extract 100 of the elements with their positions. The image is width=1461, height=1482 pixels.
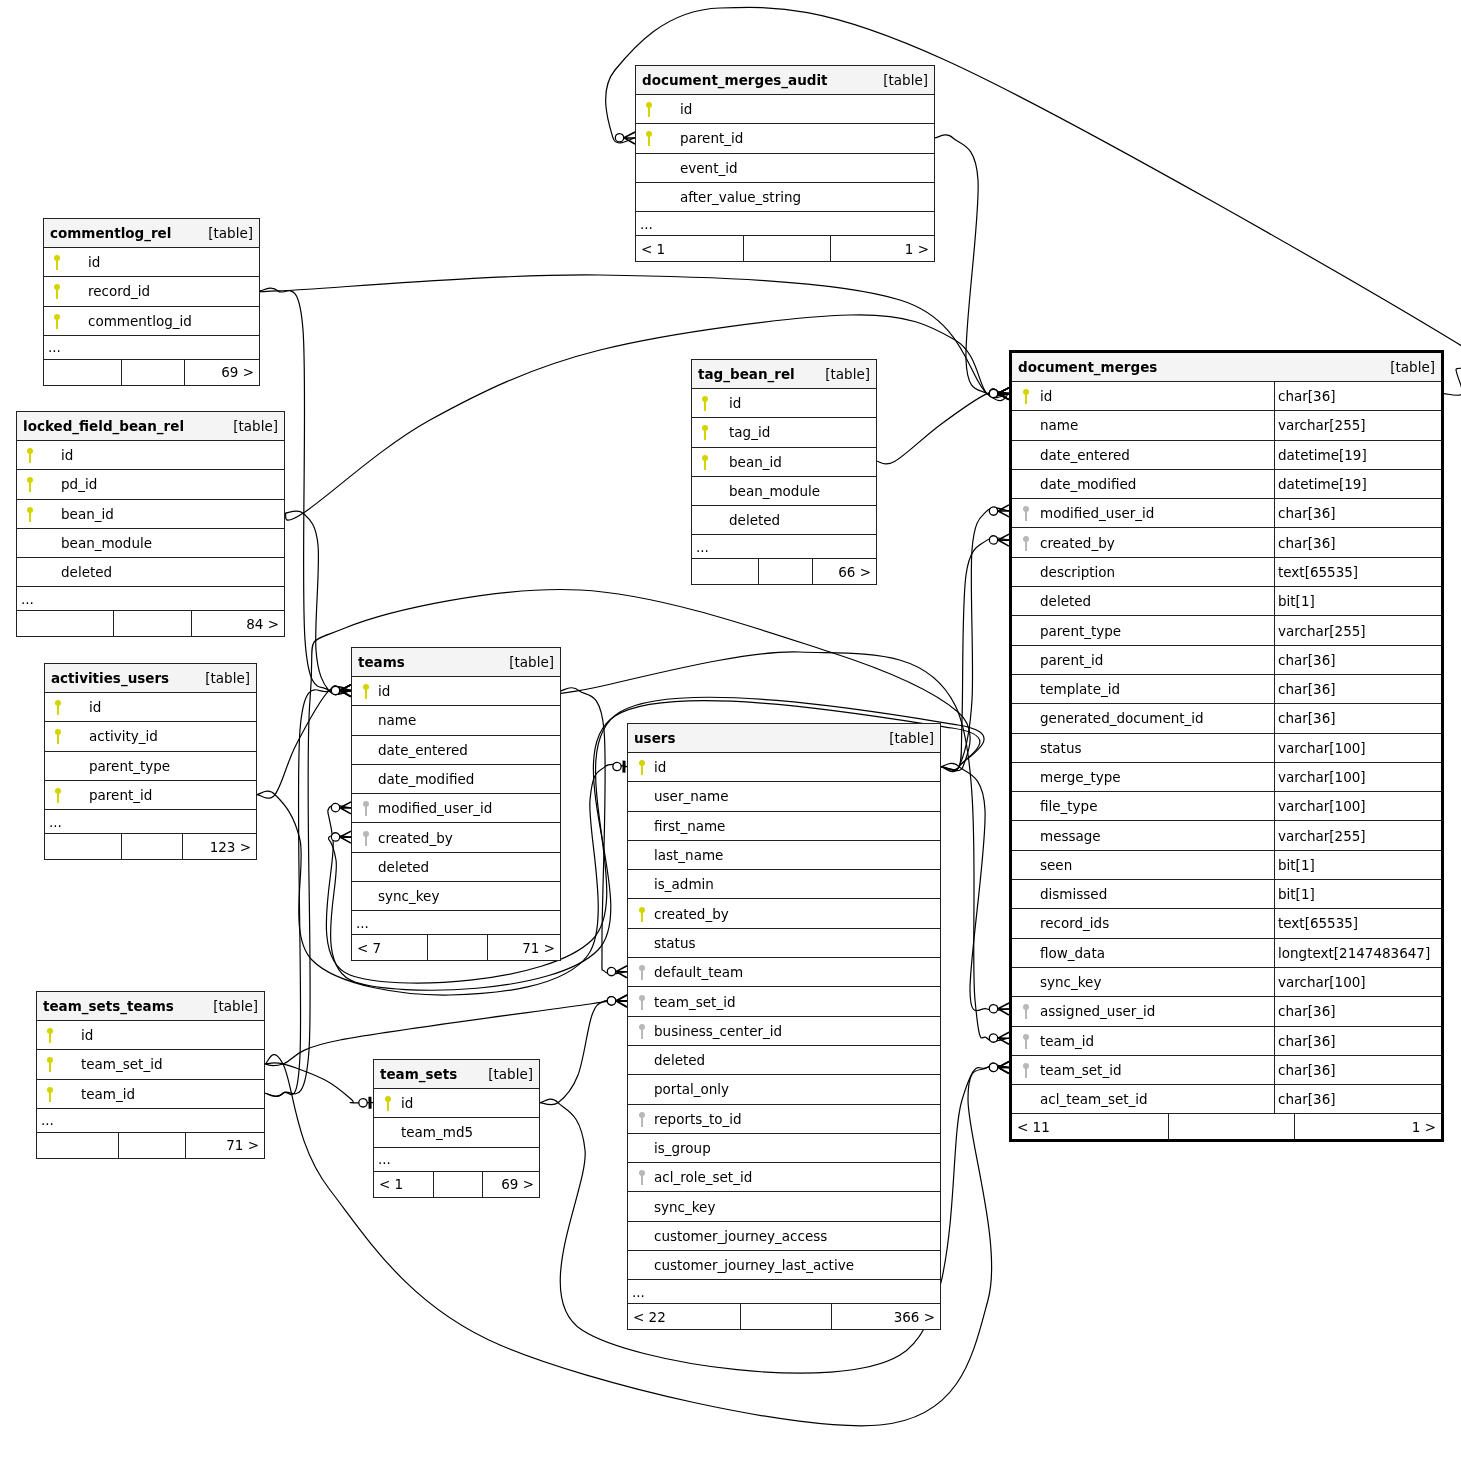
relationship-line	[934, 134, 1011, 401]
column-row	[1012, 469, 1441, 500]
table-name: tag_bean_rel	[698, 366, 795, 382]
relationship-line	[264, 588, 971, 1098]
table	[627, 723, 941, 1331]
column-name: pd_id	[61, 476, 98, 493]
column-type: datetime[19]	[1274, 469, 1367, 499]
column-name: team_set_id	[1040, 1061, 1122, 1078]
column-name: name	[378, 712, 417, 729]
parent-count: < 1	[641, 240, 666, 257]
column-row	[1012, 850, 1441, 881]
ellipsis-text: ...	[48, 339, 61, 356]
column-type: varchar[255]	[1274, 411, 1366, 440]
column-type: char[36]	[1274, 1085, 1336, 1114]
column-type: varchar[100]	[1274, 762, 1366, 792]
column-name: status	[654, 934, 696, 951]
column-name: last_name	[654, 847, 724, 864]
column-type: char[36]	[1274, 382, 1336, 411]
column-name: id	[88, 254, 101, 271]
column-name: id	[81, 1027, 94, 1044]
column-row	[1012, 557, 1441, 588]
column-name: bean_module	[61, 535, 153, 552]
column-name: date_modified	[1040, 476, 1137, 493]
column-name: sync_key	[1040, 974, 1102, 991]
column-type: datetime[19]	[1274, 440, 1367, 469]
table-label: [table]	[509, 654, 554, 670]
column-name: parent_type	[89, 757, 171, 774]
column-name: parent_id	[1040, 651, 1104, 668]
table	[16, 411, 285, 638]
column-row	[1012, 528, 1441, 558]
table	[36, 991, 265, 1159]
column-name: deleted	[61, 564, 113, 581]
column-name: merge_type	[1040, 769, 1121, 785]
column-name: deleted	[378, 858, 430, 875]
child-count: 66 >	[838, 564, 871, 580]
column-type: varchar[100]	[1274, 792, 1366, 821]
column-name: portal_only	[654, 1081, 729, 1098]
column-name: parent_id	[680, 130, 744, 147]
column-name: file_type	[1040, 798, 1098, 815]
table-label: [table]	[825, 366, 870, 382]
column-name: generated_document_id	[1040, 710, 1204, 727]
column-name: default_team	[654, 964, 744, 981]
column-name: business_center_id	[654, 1022, 783, 1039]
column-name: team_set_id	[81, 1056, 163, 1073]
column-type: bit[1]	[1274, 850, 1315, 880]
column-name: id	[401, 1095, 414, 1112]
column-row	[1012, 909, 1441, 939]
column-name: bean_id	[61, 505, 114, 522]
column-row	[1012, 967, 1441, 998]
column-name: name	[1040, 417, 1079, 434]
column-type: char[36]	[1274, 1055, 1336, 1085]
column-type: varchar[100]	[1274, 733, 1366, 762]
column-name: deleted	[1040, 593, 1092, 610]
table	[373, 1059, 540, 1198]
column-type: char[36]	[1274, 674, 1336, 704]
table	[44, 663, 257, 861]
ellipsis-text: ...	[640, 215, 653, 232]
column-type: varchar[255]	[1274, 821, 1366, 850]
column-name: status	[1040, 739, 1082, 756]
column-name: customer_journey_access	[654, 1227, 828, 1244]
relationship-line	[940, 762, 1011, 1016]
table-name: commentlog_rel	[50, 225, 172, 241]
child-count: 71 >	[226, 1137, 259, 1154]
ellipsis-text: ...	[632, 1283, 645, 1300]
column-type: longtext[2147483647]	[1274, 938, 1431, 967]
column-name: acl_role_set_id	[654, 1169, 753, 1186]
column-type: char[36]	[1274, 528, 1336, 557]
relationship-line	[259, 287, 353, 698]
column-name: event_id	[680, 159, 738, 176]
column-type: varchar[100]	[1274, 967, 1366, 997]
table-name: team_sets	[380, 1066, 458, 1082]
column-name: modified_user_id	[378, 800, 493, 817]
relationship-line	[284, 314, 1011, 521]
column-type: char[36]	[1274, 645, 1336, 674]
column-name: date_entered	[378, 741, 468, 758]
table-name: document_merges_audit	[642, 72, 828, 88]
child-count: 71 >	[522, 939, 555, 956]
column-row	[1012, 616, 1441, 646]
table-label: [table]	[213, 998, 258, 1014]
column-row	[1012, 792, 1441, 822]
ellipsis-text: ...	[41, 1112, 54, 1129]
child-count: 366 >	[893, 1308, 935, 1325]
column-name: template_id	[1040, 681, 1120, 698]
column-row	[1012, 1026, 1441, 1056]
table-name: users	[634, 730, 676, 746]
column-name: is_group	[654, 1140, 711, 1156]
column-name: assigned_user_id	[1040, 1003, 1156, 1020]
column-name: sync_key	[654, 1198, 716, 1215]
table-label: [table]	[889, 730, 934, 746]
column-row	[1012, 382, 1441, 412]
ellipsis-text: ...	[49, 813, 62, 830]
column-name: description	[1040, 563, 1116, 580]
column-name: id	[729, 395, 742, 412]
column-type: char[36]	[1274, 1026, 1336, 1055]
column-type: char[36]	[1274, 499, 1336, 528]
column-name: sync_key	[378, 888, 440, 905]
column-row	[1012, 440, 1441, 470]
column-name: deleted	[729, 512, 781, 529]
column-name: after_value_string	[680, 189, 802, 206]
relationship-line	[264, 1062, 374, 1111]
